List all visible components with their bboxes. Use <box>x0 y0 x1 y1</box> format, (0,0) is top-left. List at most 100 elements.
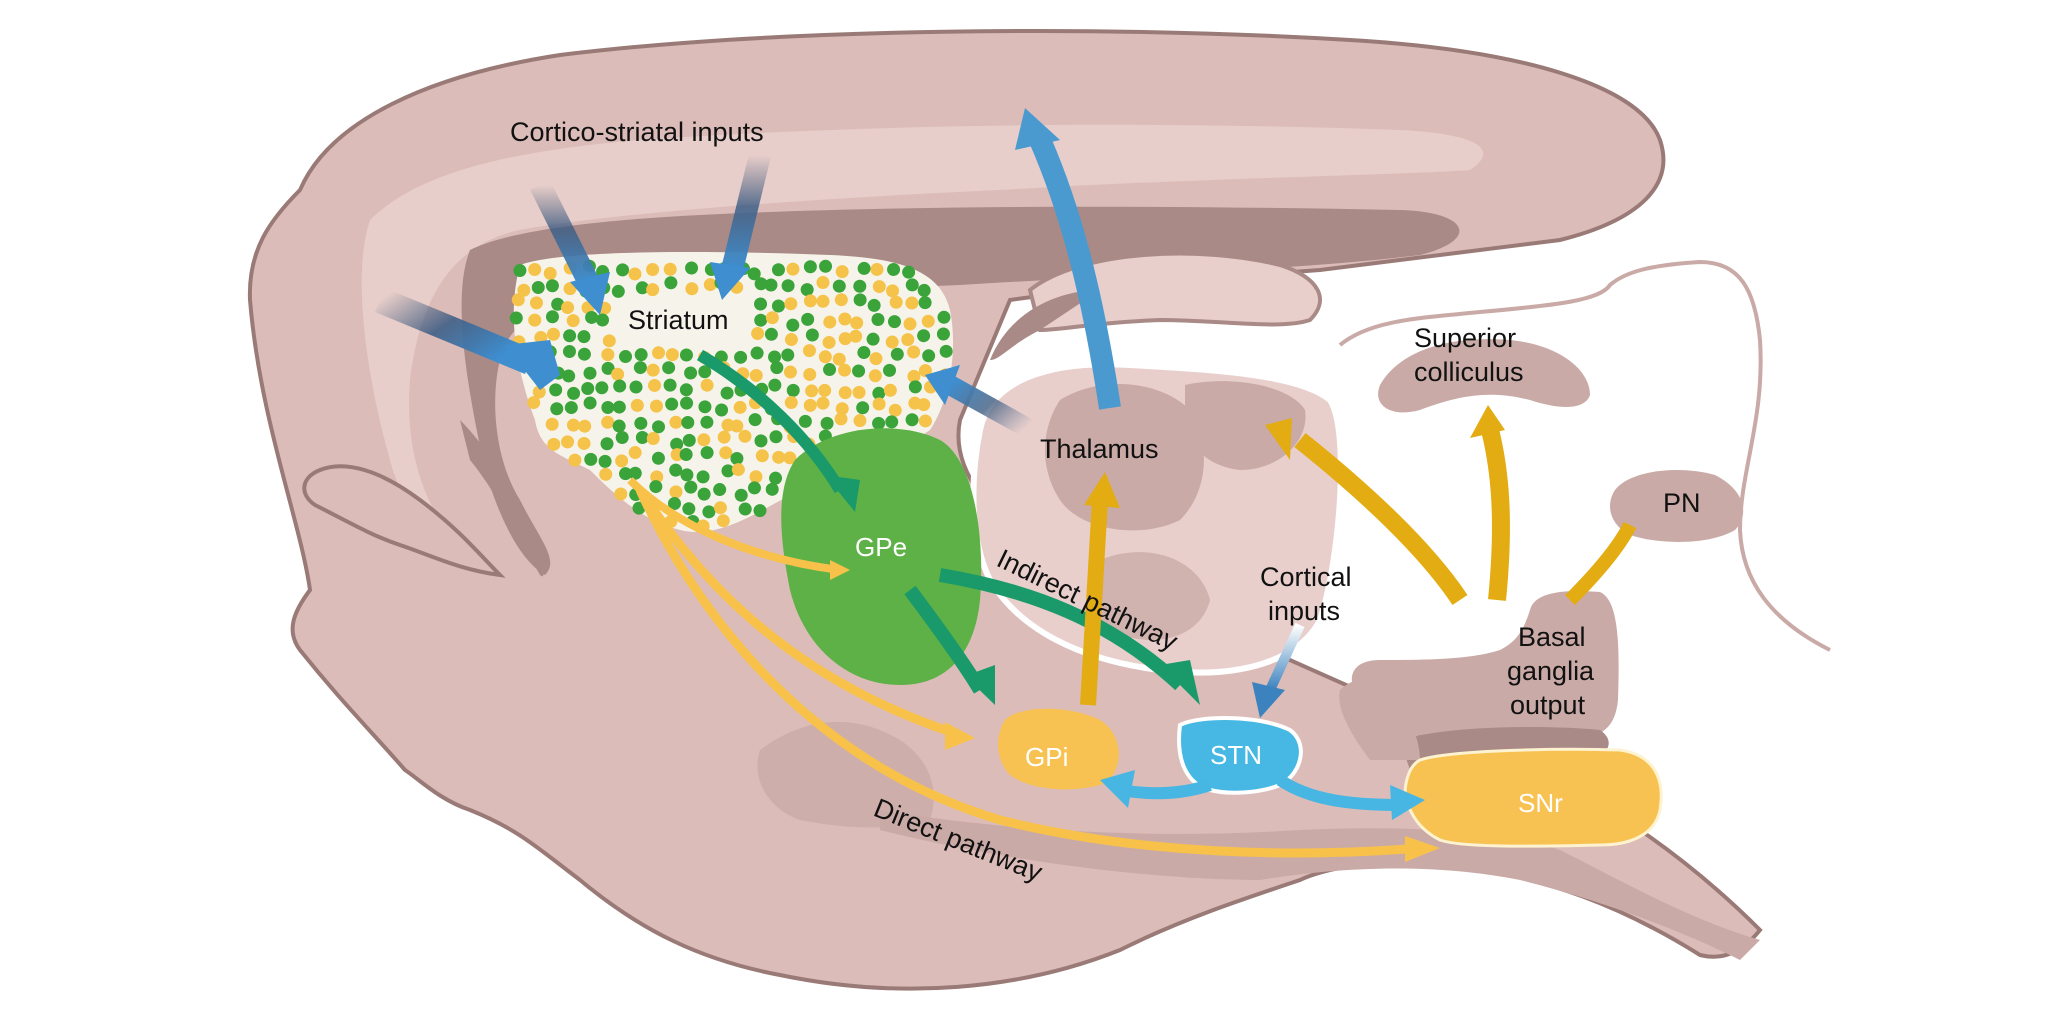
striatal-cell-dot <box>566 314 580 328</box>
striatal-cell-dot <box>733 400 747 414</box>
striatal-cell-dot <box>517 283 531 297</box>
striatal-cell-dot <box>697 433 711 447</box>
gpe-to-stn-arrowhead <box>1160 660 1200 705</box>
stn-to-gpi-arrowhead <box>1100 770 1135 808</box>
label-gpi: GPi <box>1025 742 1068 772</box>
striatal-cell-dot <box>786 383 800 397</box>
striatal-cell-dot <box>568 453 582 467</box>
striatal-cell-dot <box>600 437 614 451</box>
striatal-cell-dot <box>595 381 609 395</box>
striatal-cell-dot <box>783 451 797 465</box>
striatal-cell-dot <box>803 260 817 274</box>
output-to-thalamus-arrowhead <box>1265 418 1292 460</box>
olfactory-bulb <box>302 464 506 578</box>
striatal-cell-dot <box>531 280 545 294</box>
striatal-cell-dot <box>868 369 882 383</box>
striatal-cell-dot <box>921 314 935 328</box>
striatal-cell-dot <box>883 363 897 377</box>
striatal-cell-dot <box>786 262 800 276</box>
striatal-cell-dot <box>781 348 795 362</box>
striatal-cell-dot <box>838 312 852 326</box>
striatal-cell-dot <box>665 397 679 411</box>
striatal-cell-dot <box>889 295 903 309</box>
striatal-cell-dot <box>835 265 849 279</box>
label-striatum: Striatum <box>628 305 729 335</box>
striatum-to-gpe-arrow <box>696 349 846 494</box>
label-bg-output-3: output <box>1510 690 1586 720</box>
striatal-cell-dot <box>888 315 902 329</box>
striatal-cell-dot <box>585 310 599 324</box>
stn-output-arrows <box>1100 770 1425 820</box>
striatal-cell-dot <box>646 262 660 276</box>
cortico-striatal-arrow-1 <box>530 180 600 290</box>
striatal-cell-dot <box>872 416 886 430</box>
striatal-cell-dot <box>670 437 684 451</box>
striatal-cell-dot <box>771 299 785 313</box>
striatal-cell-dot <box>679 383 693 397</box>
striatal-cell-dot <box>800 283 814 297</box>
striatal-cell-dot <box>754 277 768 291</box>
gpi-to-thalamus-arrow <box>1080 499 1108 706</box>
striatal-cell-dot <box>702 505 716 519</box>
striatal-cell-dot <box>771 263 785 277</box>
striatal-cell-dot <box>768 350 782 364</box>
fimbria <box>990 290 1100 360</box>
striatum-to-gpe-direct-head <box>830 560 850 580</box>
striatal-cell-dot <box>669 415 683 429</box>
striatal-cell-dot <box>615 454 629 468</box>
striatal-cell-dot <box>663 262 677 276</box>
striatal-cell-dot <box>816 396 830 410</box>
striatal-cell-dot <box>669 485 683 499</box>
cortico-striatal-arrowhead-1 <box>570 272 610 315</box>
striatal-cell-dot <box>646 283 660 297</box>
striatal-cell-dot <box>581 381 595 395</box>
striatal-cell-dot <box>543 266 557 280</box>
striatal-cell-dot <box>822 335 836 349</box>
striatal-cell-dot <box>696 470 710 484</box>
striatal-cell-dot <box>511 293 525 307</box>
striatal-cell-dot <box>619 467 633 481</box>
striatal-cell-dot <box>583 366 597 380</box>
midbrain-bump <box>1339 679 1420 760</box>
striatal-cell-dot <box>547 437 561 451</box>
striatal-cell-dot <box>820 416 834 430</box>
striatal-cell-dot <box>905 278 919 292</box>
striatal-cell-dot <box>937 310 951 324</box>
ventral-region <box>757 721 934 828</box>
striatal-cell-dot <box>786 318 800 332</box>
striatal-cell-dot <box>805 384 819 398</box>
striatal-cell-dot <box>834 293 848 307</box>
striatal-cell-dot <box>903 317 917 331</box>
striatal-cell-dot <box>601 348 615 362</box>
striatal-cell-dot <box>700 415 714 429</box>
output-to-thalamus-arrow <box>1294 432 1468 605</box>
basal-ganglia-output-region <box>1351 591 1619 740</box>
striatal-cell-dot <box>628 466 642 480</box>
striatal-cell-dot <box>939 344 953 358</box>
striatal-cell-dot <box>749 470 763 484</box>
striatal-cell-dot <box>886 284 900 298</box>
striatal-cell-dot <box>578 419 592 433</box>
striatal-cell-dot <box>602 334 616 348</box>
cortico-striatal-arrowhead-3 <box>505 340 560 390</box>
striatal-cell-dot <box>577 330 591 344</box>
striatal-cell-dot <box>853 414 867 428</box>
striatal-cell-dot <box>664 276 678 290</box>
striatal-cell-dot <box>738 429 752 443</box>
cortico-striatal-arrowhead-2 <box>710 262 750 300</box>
striatal-cell-dot <box>918 364 932 378</box>
striatal-cell-dot <box>649 480 663 494</box>
striatal-cell-dot <box>784 396 798 410</box>
striatal-cell-dot <box>513 264 527 278</box>
striatal-cell-dot <box>720 386 734 400</box>
striatal-cell-dot <box>747 267 761 281</box>
output-to-pn-arrow <box>1565 521 1637 605</box>
striatal-cell-dot <box>768 378 782 392</box>
striatal-cell-dot <box>679 348 693 362</box>
striatum-to-snr-arrow <box>635 488 1421 858</box>
superior-colliculus <box>1378 339 1590 413</box>
gpe-to-stn-arrow <box>938 568 1185 691</box>
striatal-cell-dot <box>907 345 921 359</box>
striatum-to-snr-arrowhead <box>1405 836 1440 862</box>
striatal-cell-dot <box>922 349 936 363</box>
